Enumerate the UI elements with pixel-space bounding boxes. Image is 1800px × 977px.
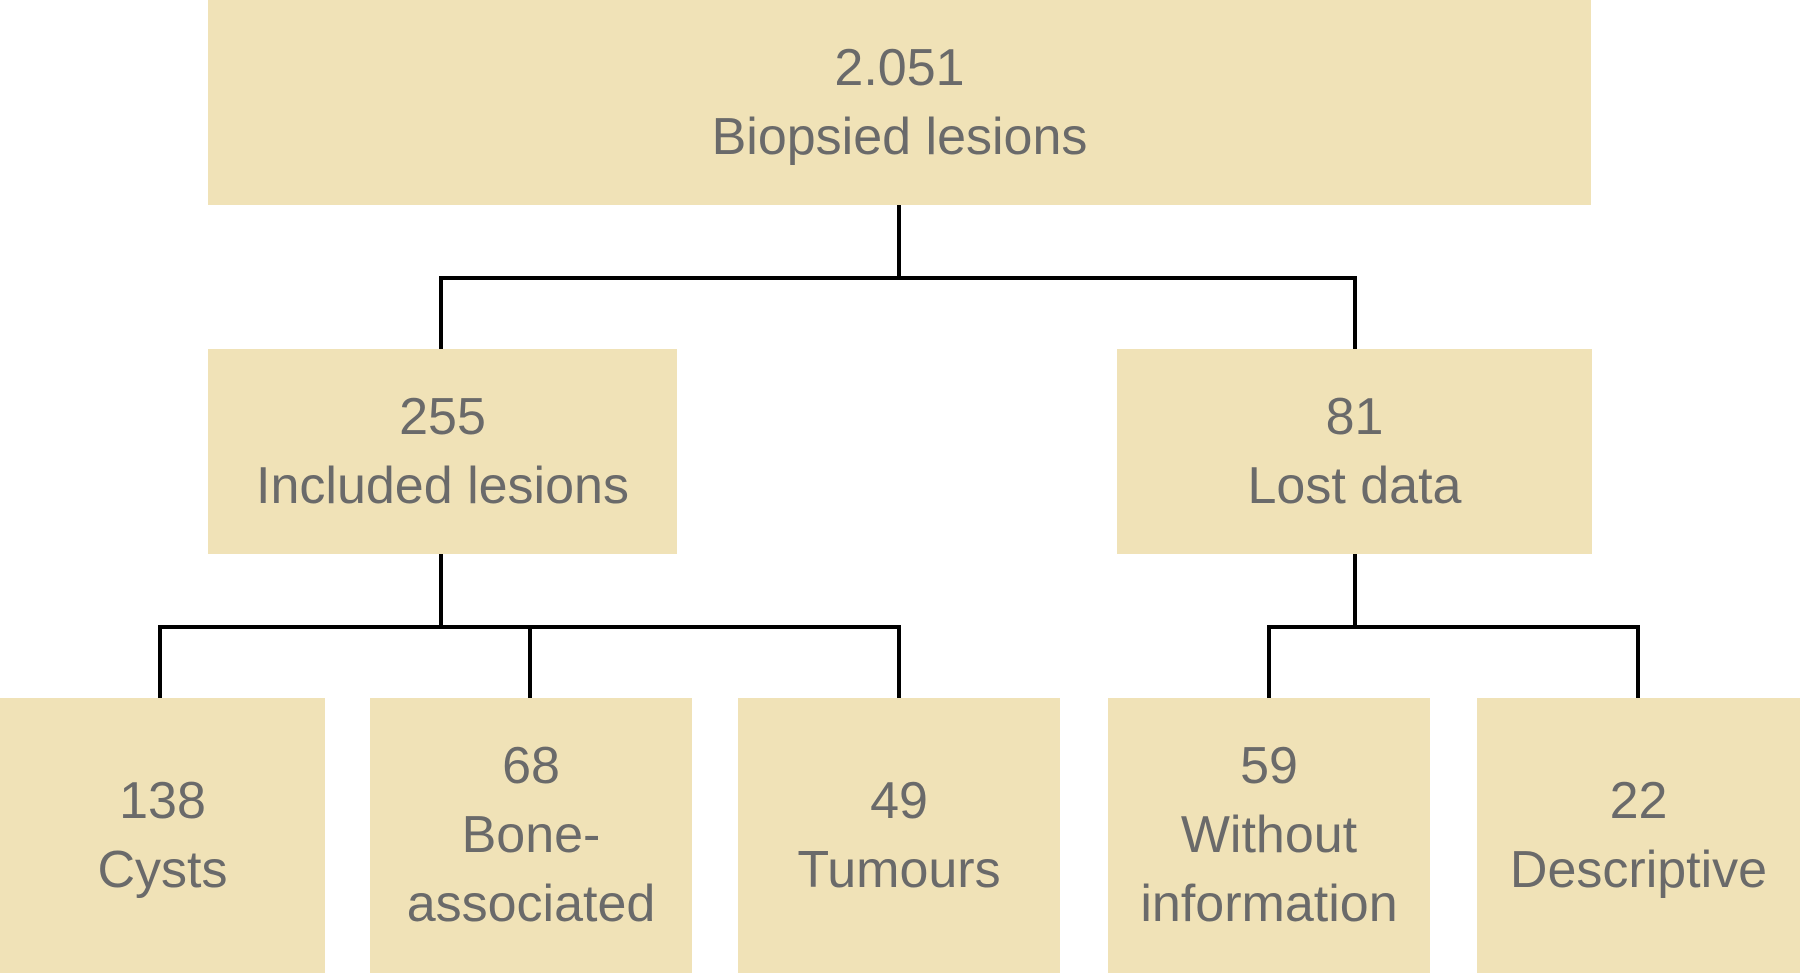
connector-drop-to-descriptive	[1636, 625, 1640, 698]
connector-lost-stem	[1353, 554, 1357, 629]
connector-lost-horizontal-bar	[1267, 625, 1640, 629]
node-included-lesions: 255 Included lesions	[208, 349, 677, 554]
node-number: 255	[399, 387, 486, 446]
node-label: Descriptive	[1509, 840, 1768, 899]
node-label: Biopsied lesions	[711, 107, 1088, 166]
connector-root-stem	[897, 205, 901, 280]
connector-root-horizontal-bar	[439, 276, 1357, 280]
connector-drop-to-tumours	[897, 625, 901, 698]
connector-drop-to-included	[439, 276, 443, 349]
connector-drop-to-lost	[1353, 276, 1357, 349]
node-biopsied-lesions: 2.051 Biopsied lesions	[208, 0, 1591, 205]
node-label: Cysts	[97, 840, 228, 899]
node-number: 68	[502, 737, 560, 795]
node-cysts: 138 Cysts	[0, 698, 325, 973]
connector-drop-to-bone-associated	[528, 625, 532, 698]
connector-included-stem	[439, 553, 443, 629]
node-tumours: 49 Tumours	[738, 698, 1060, 973]
node-number: 59	[1240, 737, 1298, 795]
node-number: 81	[1325, 387, 1384, 446]
node-label: Included lesions	[256, 456, 629, 515]
connector-drop-to-cysts	[158, 625, 162, 698]
node-label: Without information	[1140, 806, 1398, 933]
node-lost-data: 81 Lost data	[1117, 349, 1592, 554]
node-number: 2.051	[834, 38, 965, 97]
connector-drop-to-without-information	[1267, 625, 1271, 698]
node-label: Tumours	[797, 840, 1001, 899]
node-bone-associated: 68 Bone- associated	[370, 698, 692, 973]
node-label: Bone- associated	[406, 806, 656, 933]
node-label: Lost data	[1247, 456, 1462, 515]
node-number: 22	[1609, 771, 1668, 830]
node-without-information: 59 Without information	[1108, 698, 1430, 973]
node-number: 138	[119, 771, 206, 830]
node-number: 49	[870, 771, 928, 830]
node-descriptive: 22 Descriptive	[1477, 698, 1800, 973]
